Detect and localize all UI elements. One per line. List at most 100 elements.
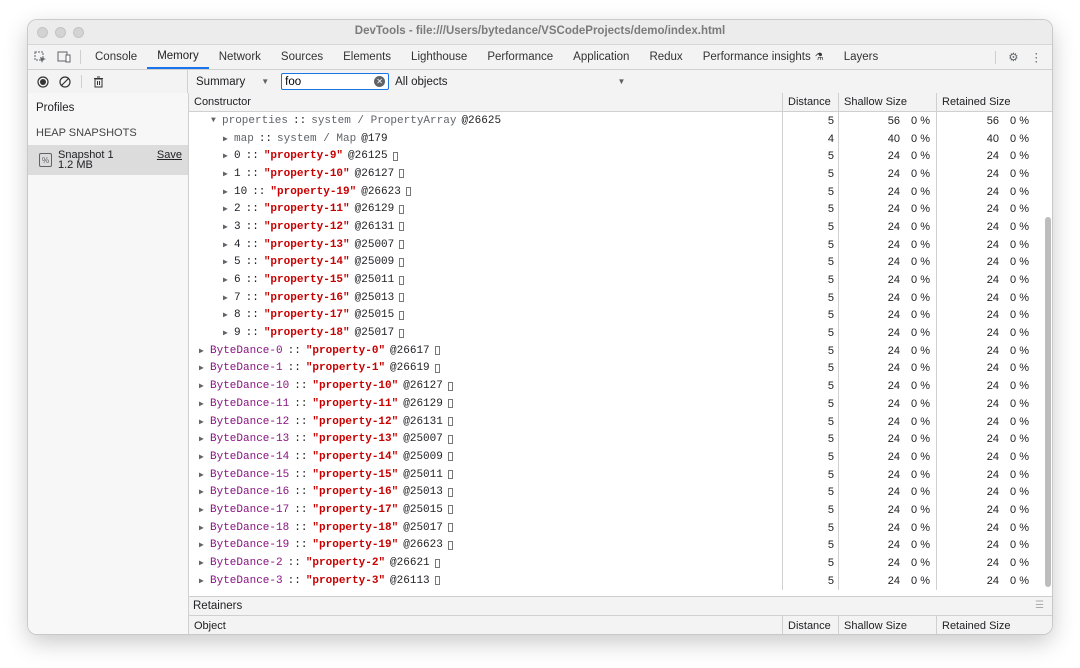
store-as-global-icon[interactable] [447,470,453,480]
expand-triangle-icon[interactable]: ▶ [199,523,204,533]
column-object[interactable]: Object [189,616,783,634]
store-as-global-icon[interactable] [399,275,405,285]
store-as-global-icon[interactable] [399,328,405,338]
store-as-global-icon[interactable] [434,558,440,568]
tab-sources[interactable]: Sources [271,45,333,69]
expand-triangle-icon[interactable]: ▶ [199,364,204,374]
expand-triangle-icon[interactable]: ▶ [199,470,204,480]
store-as-global-icon[interactable] [447,505,453,515]
column-constructor[interactable]: Constructor [189,93,783,111]
more-options-icon[interactable]: ⋮ [1030,52,1043,64]
device-toolbar-icon[interactable] [52,45,76,69]
expand-triangle-icon[interactable]: ▶ [223,205,228,215]
expand-triangle-icon[interactable]: ▶ [199,541,204,551]
minimize-window-button[interactable] [55,26,66,38]
expand-triangle-icon[interactable]: ▶ [199,559,204,569]
tab-performance-insights[interactable]: Performance insights⚗ [693,45,834,69]
expand-triangle-icon[interactable]: ▶ [223,293,228,303]
inspect-element-icon[interactable] [28,45,52,69]
expand-triangle-icon[interactable]: ▶ [199,452,204,462]
expand-triangle-icon[interactable]: ▶ [223,152,228,162]
close-window-button[interactable] [37,26,48,38]
expand-triangle-icon[interactable]: ▶ [223,169,228,179]
column-shallow-size[interactable]: Shallow Size [839,616,937,634]
tab-layers[interactable]: Layers [834,45,889,69]
store-as-global-icon[interactable] [434,363,440,373]
expand-triangle-icon[interactable]: ▶ [199,488,204,498]
column-retained-size[interactable]: Retained Size [942,619,1011,632]
store-as-global-icon[interactable] [399,240,405,250]
expanded-triangle-icon[interactable]: ▼ [211,116,216,126]
resize-handle-icon[interactable]: ☰ [1035,600,1044,611]
trash-icon[interactable] [89,73,107,91]
tab-console[interactable]: Console [85,45,147,69]
expand-triangle-icon[interactable]: ▶ [199,382,204,392]
store-as-global-icon[interactable] [405,187,411,197]
store-as-global-icon[interactable] [399,310,405,320]
store-as-global-icon[interactable] [399,293,405,303]
expand-triangle-icon[interactable]: ▶ [223,258,228,268]
tab-elements[interactable]: Elements [333,45,401,69]
column-distance[interactable]: Distance [783,93,839,111]
objects-select[interactable]: All objects ▼ [395,76,625,88]
store-as-global-icon[interactable] [447,452,453,462]
clear-icon[interactable] [56,73,74,91]
tab-redux[interactable]: Redux [639,45,692,69]
expand-triangle-icon[interactable]: ▶ [223,240,228,250]
tab-memory[interactable]: Memory [147,45,209,69]
expand-triangle-icon[interactable]: ▶ [199,576,204,586]
store-as-global-icon[interactable] [447,434,453,444]
expand-triangle-icon[interactable]: ▶ [223,187,228,197]
store-as-global-icon[interactable] [434,346,440,356]
expand-triangle-icon[interactable]: ▶ [199,435,204,445]
expand-triangle-icon[interactable]: ▶ [223,276,228,286]
expand-triangle-icon[interactable]: ▶ [223,134,228,144]
store-as-global-icon[interactable] [447,540,453,550]
class-filter-input[interactable] [285,75,366,88]
store-as-global-icon[interactable] [399,222,405,232]
expand-triangle-icon[interactable]: ▶ [223,329,228,339]
save-snapshot-link[interactable]: Save [156,149,182,161]
store-as-global-icon[interactable] [447,417,453,427]
expand-triangle-icon[interactable]: ▶ [223,311,228,321]
expand-triangle-icon[interactable]: ▶ [199,399,204,409]
table-row[interactable]: ▼properties::system / PropertyArray@2662… [189,112,1041,130]
record-icon[interactable] [34,73,52,91]
store-as-global-icon[interactable] [399,257,405,267]
store-as-global-icon[interactable] [434,576,440,586]
store-as-global-icon[interactable] [447,381,453,391]
store-as-global-icon[interactable] [392,151,398,161]
tab-lighthouse[interactable]: Lighthouse [401,45,477,69]
clear-filter-icon[interactable]: ✕ [374,76,386,87]
store-as-global-icon[interactable] [447,487,453,497]
expand-triangle-icon[interactable]: ▶ [199,417,204,427]
snapshot-item[interactable]: % Snapshot 1 1.2 MB Save [28,145,188,175]
column-distance[interactable]: Distance [783,616,839,634]
settings-gear-icon[interactable]: ⚙ [1008,52,1019,64]
tab-performance[interactable]: Performance [477,45,563,69]
expand-triangle-icon[interactable]: ▶ [223,222,228,232]
